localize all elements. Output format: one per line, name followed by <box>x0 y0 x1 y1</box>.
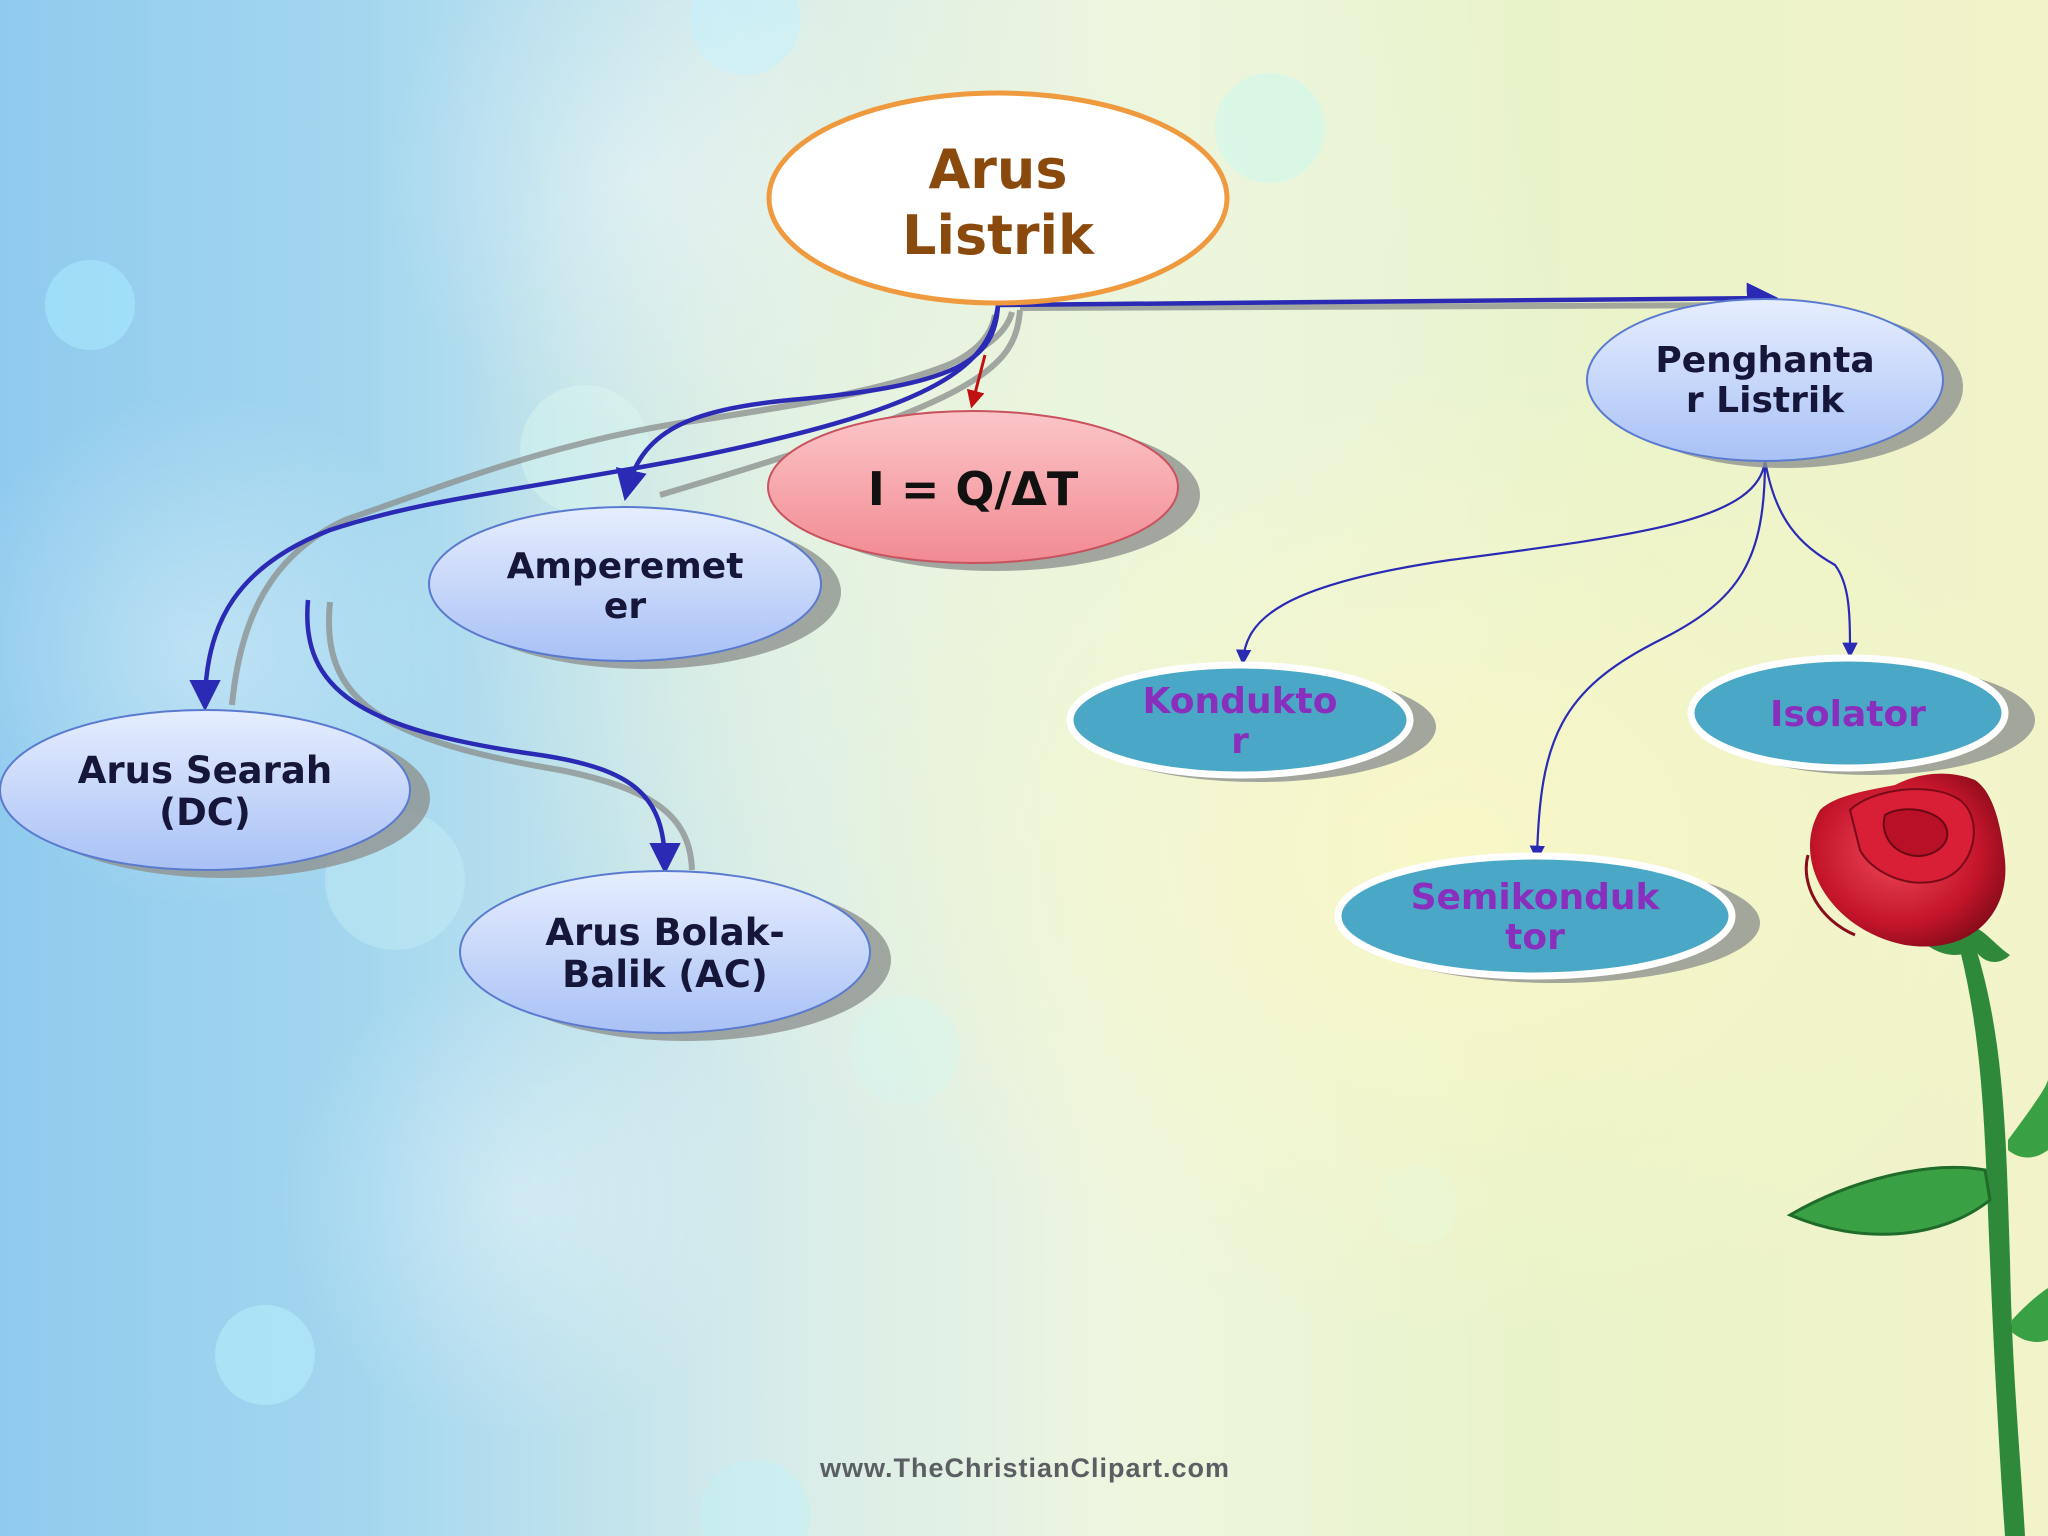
watermark-text: www.TheChristianClipart.com <box>819 1453 1231 1483</box>
node-arus-searah[interactable]: Arus Searah (DC) <box>0 709 430 878</box>
connector-root-penghantar <box>997 282 1779 314</box>
node-label: er <box>604 586 646 627</box>
connector-root-formula <box>966 354 987 409</box>
background-bokeh <box>0 0 1458 1536</box>
rose-illustration <box>1786 773 2048 1536</box>
node-label: Listrik <box>902 204 1095 267</box>
svg-text:tor: tor <box>1505 917 1565 958</box>
node-isolator[interactable]: Isolator <box>1687 654 2035 775</box>
svg-text:Arus Bolak-: Arus Bolak- <box>545 911 784 954</box>
svg-text:Isolator: Isolator <box>1770 694 1926 735</box>
svg-text:Arus: Arus <box>928 138 1067 201</box>
svg-text:r Listrik: r Listrik <box>1686 380 1845 421</box>
node-label: r <box>1231 721 1249 762</box>
node-arus-listrik[interactable]: Arus Listrik <box>766 90 1230 306</box>
node-formula[interactable]: I = Q/ΔT <box>767 410 1200 571</box>
svg-text:Kondukto: Kondukto <box>1143 681 1338 722</box>
node-label: Balik (AC) <box>562 953 768 996</box>
node-label: Kondukto <box>1143 681 1338 722</box>
svg-text:Listrik: Listrik <box>902 204 1095 267</box>
svg-text:r: r <box>1231 721 1249 762</box>
svg-text:Semikonduk: Semikonduk <box>1411 877 1661 918</box>
node-penghantar-listrik[interactable]: Penghanta r Listrik <box>1586 298 1963 468</box>
node-label: (DC) <box>159 791 251 834</box>
node-label: Arus Searah <box>78 749 332 792</box>
node-label: Semikonduk <box>1411 877 1661 918</box>
node-amperemeter[interactable]: Amperemet er <box>428 506 841 669</box>
svg-text:Amperemet: Amperemet <box>507 546 744 587</box>
node-label: Arus <box>928 138 1067 201</box>
connectors-penghantar <box>1235 459 1858 862</box>
node-label: r Listrik <box>1686 380 1845 421</box>
connector-root-dc <box>189 304 1001 712</box>
connectors <box>189 282 1779 875</box>
connector-penghantar-isolator <box>1763 459 1858 659</box>
svg-text:er: er <box>604 586 646 627</box>
node-label: Amperemet <box>507 546 744 587</box>
svg-text:Penghanta: Penghanta <box>1655 340 1874 381</box>
connector-penghantar-konduktor <box>1235 459 1767 666</box>
node-semikonduktor[interactable]: Semikonduk tor <box>1334 852 1760 983</box>
svg-text:Balik (AC): Balik (AC) <box>562 953 768 996</box>
connector-penghantar-semikonduktor <box>1529 459 1767 862</box>
node-label: tor <box>1505 917 1565 958</box>
node-konduktor[interactable]: Kondukto r <box>1066 661 1436 782</box>
node-label: Isolator <box>1770 694 1926 735</box>
node-label: I = Q/ΔT <box>868 462 1079 516</box>
svg-text:(DC): (DC) <box>159 791 251 834</box>
svg-text:Arus Searah: Arus Searah <box>78 749 332 792</box>
connector-dc-ac <box>305 599 681 875</box>
node-label: Penghanta <box>1655 340 1874 381</box>
node-label: Arus Bolak- <box>545 911 784 954</box>
svg-text:I = Q/ΔT: I = Q/ΔT <box>868 462 1079 516</box>
node-arus-bolak-balik[interactable]: Arus Bolak- Balik (AC) <box>459 870 891 1041</box>
